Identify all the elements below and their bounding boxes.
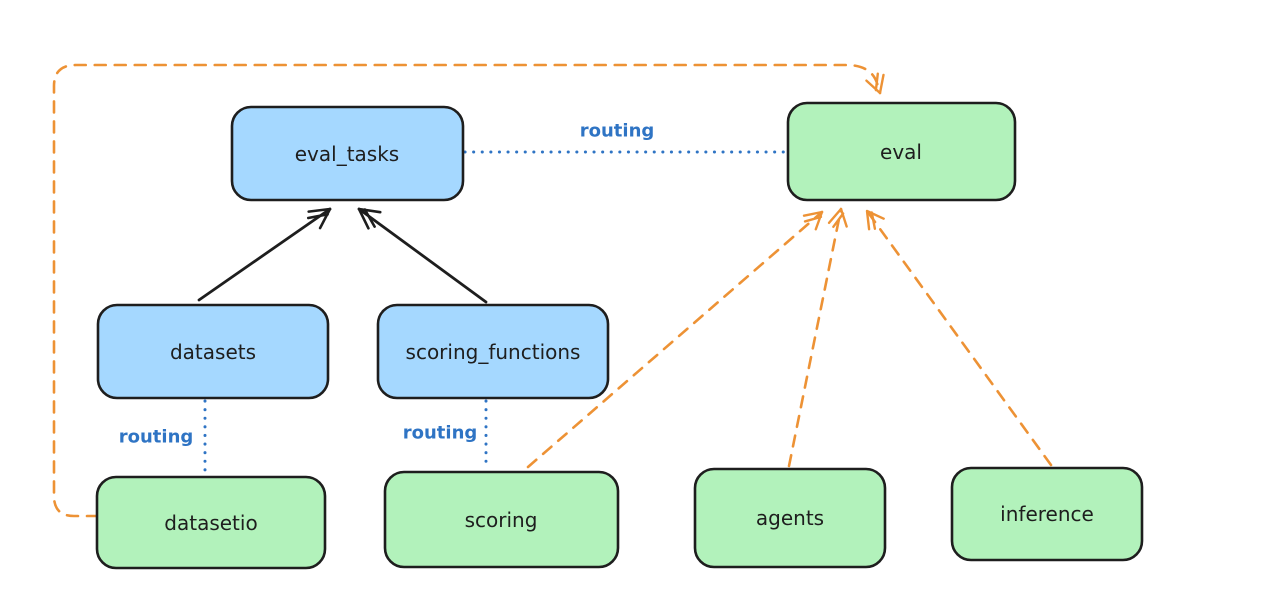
node-inference-box: [950, 466, 1144, 562]
node-agents-label: agents: [756, 506, 824, 530]
node-eval: eval: [786, 101, 1017, 202]
node-scoring-box: [383, 470, 620, 569]
edge-scoring-to-eval-dashed: [526, 210, 824, 469]
node-datasets-box: [96, 303, 330, 400]
node-eval-tasks: eval_tasks: [230, 105, 465, 202]
node-scoring-label: scoring: [465, 508, 538, 532]
edge-inference-to-eval-dashed: [865, 209, 1053, 467]
node-inference-label: inference: [1000, 502, 1094, 526]
node-scoring: scoring: [383, 470, 620, 569]
node-scoring-functions: scoring_functions: [376, 303, 610, 400]
node-agents-box: [693, 467, 887, 569]
edge-datasetio-to-eval-dashed-loop: [52, 63, 885, 518]
node-eval-tasks-box: [230, 105, 465, 202]
edge-agents-to-eval-dashed: [787, 207, 848, 468]
node-scoring-functions-label: scoring_functions: [406, 340, 581, 364]
node-inference: inference: [950, 466, 1144, 562]
edge-label-routing-scoring-functions-scoring: routing: [403, 423, 478, 444]
node-datasets-label: datasets: [170, 340, 256, 364]
node-agents: agents: [693, 467, 887, 569]
edge-label-routing-eval-tasks-eval: routing: [580, 121, 655, 142]
edge-scoring-functions-to-eval-tasks-solid: [357, 207, 488, 304]
node-datasetio: datasetio: [95, 475, 327, 570]
node-eval-tasks-label: eval_tasks: [295, 142, 399, 166]
node-datasetio-label: datasetio: [164, 511, 257, 535]
node-eval-box: [786, 101, 1017, 202]
node-eval-label: eval: [880, 140, 922, 164]
node-datasetio-box: [95, 475, 327, 570]
node-scoring-functions-box: [376, 303, 610, 400]
edge-datasets-to-eval-tasks-solid: [197, 207, 332, 302]
node-datasets: datasets: [96, 303, 330, 400]
edge-label-routing-datasets-datasetio: routing: [119, 427, 194, 448]
